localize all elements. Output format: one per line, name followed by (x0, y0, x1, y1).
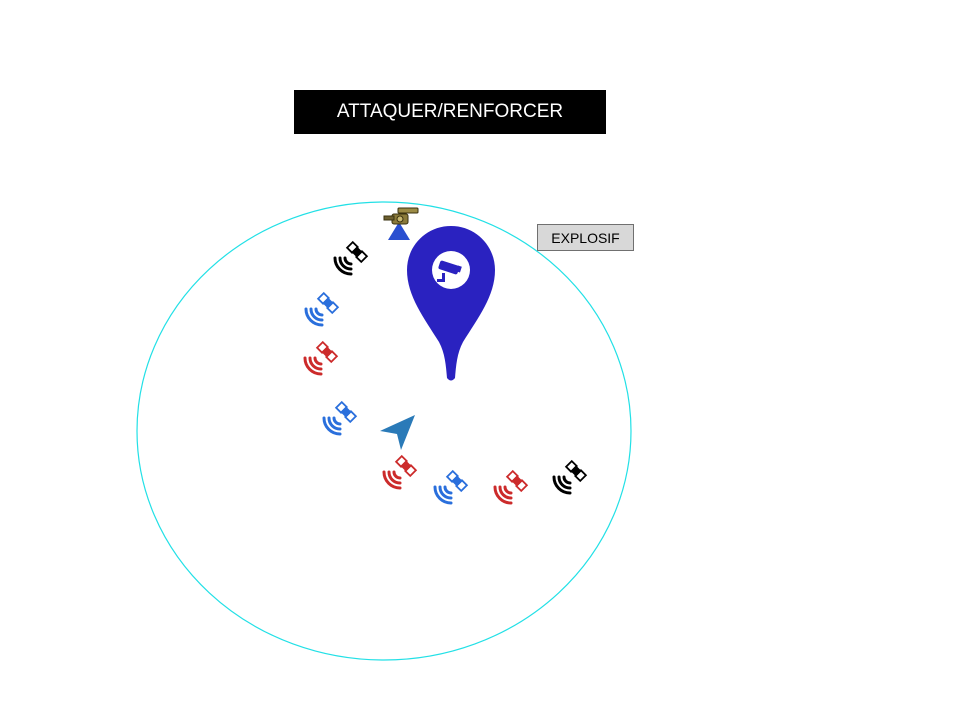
satellite-dish-icon[interactable] (299, 336, 343, 380)
satellite-dish-icon[interactable] (489, 465, 533, 509)
range-circle (136, 201, 632, 661)
satellite-dish-icon[interactable] (318, 396, 362, 440)
satellite-dish-icon[interactable] (378, 450, 422, 494)
satellite-dish-icon[interactable] (329, 236, 373, 280)
attack-reinforce-button[interactable]: ATTAQUER/RENFORCER (294, 90, 606, 134)
satellite-dish-icon[interactable] (548, 455, 592, 499)
satellite-dish-icon[interactable] (429, 465, 473, 509)
satellite-dish-icon[interactable] (300, 287, 344, 331)
security-camera-icon (437, 260, 462, 282)
explosive-button[interactable]: EXPLOSIF (537, 224, 634, 251)
turret-icon[interactable] (378, 204, 420, 242)
camera-location-pin[interactable] (406, 226, 496, 382)
navigation-arrow-icon[interactable] (378, 412, 418, 452)
